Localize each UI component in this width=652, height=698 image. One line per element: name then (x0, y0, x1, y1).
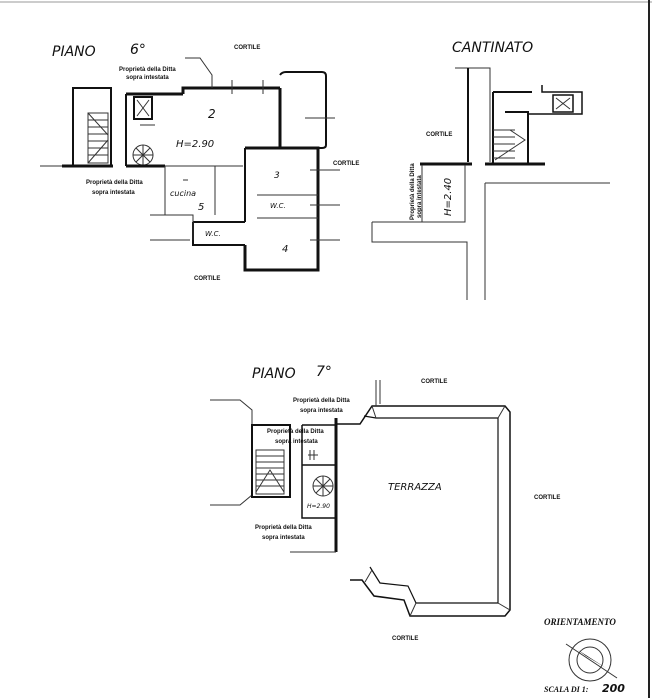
orientation-legend: ORIENTAMENTO SCALA DI 1: 200 (544, 617, 625, 695)
plan7-courtyard-bottom: CORTILE (392, 636, 418, 642)
plan6-kitchen: cucina (170, 189, 196, 198)
plan7-level: 7° (316, 364, 332, 380)
plan7-property-note: sopra intestata (275, 439, 318, 445)
plan7-height: H=2.90 (307, 503, 330, 510)
plan7-property-note: Proprietà della Ditta (293, 398, 350, 404)
plan-6th-floor: PIANO 6° CORTILE CORTILE CORTILE Proprie… (40, 42, 359, 282)
plan6-title: PIANO (52, 44, 96, 60)
plan6-height: H=2.90 (176, 139, 214, 150)
plan6-courtyard-bottom: CORTILE (194, 276, 220, 282)
plan7-property-note: Proprietà della Ditta (255, 525, 312, 531)
scale-label: SCALA DI 1: (544, 685, 589, 694)
plan6-courtyard-right: CORTILE (333, 161, 359, 167)
plan7-terrace-label: TERRAZZA (388, 482, 442, 493)
plan6-property-note: sopra intestata (126, 75, 169, 81)
plan6-property-note: sopra intestata (92, 190, 135, 196)
basement-property-note: Proprietà della Ditta (410, 163, 416, 220)
compass-axis (565, 643, 618, 679)
basement-property-note: sopra intestata (417, 175, 423, 218)
plan6-room-number: 4 (282, 244, 288, 255)
plan6-room-number: 5 (198, 202, 204, 213)
compass-outer-ring (568, 638, 612, 682)
basement-courtyard: CORTILE (426, 132, 452, 138)
plan7-property-note: Proprietà della Ditta (267, 429, 324, 435)
compass-needle-icon (578, 650, 606, 668)
plan-basement: CANTINATO CORTILE Proprietà della Ditta … (371, 40, 610, 300)
plan6-property-note: Proprietà della Ditta (119, 67, 176, 73)
plan6-wc: W.C. (270, 202, 286, 210)
scale-value: 200 (602, 682, 625, 695)
plan6-level: 6° (130, 42, 146, 58)
plan7-property-note: sopra intestata (262, 535, 305, 541)
plan6-courtyard-top: CORTILE (234, 45, 260, 51)
plan7-property-note: sopra intestata (300, 408, 343, 414)
plan7-courtyard-top: CORTILE (421, 379, 447, 385)
compass-inner-ring (576, 646, 604, 674)
basement-height: H=2.40 (443, 178, 454, 216)
plan6-room-number: 3 (274, 171, 280, 181)
basement-title: CANTINATO (452, 40, 533, 56)
plan6-room-number: 2 (208, 107, 216, 121)
plan-7th-floor: PIANO 7° CORTILE CORTILE CORTILE Proprie… (210, 364, 560, 642)
plan7-courtyard-right: CORTILE (534, 495, 560, 501)
plan7-title: PIANO (252, 366, 296, 382)
plan6-property-note: Proprietà della Ditta (86, 180, 143, 186)
plan6-wc: W.C. (205, 230, 221, 238)
orientation-label: ORIENTAMENTO (544, 617, 616, 627)
